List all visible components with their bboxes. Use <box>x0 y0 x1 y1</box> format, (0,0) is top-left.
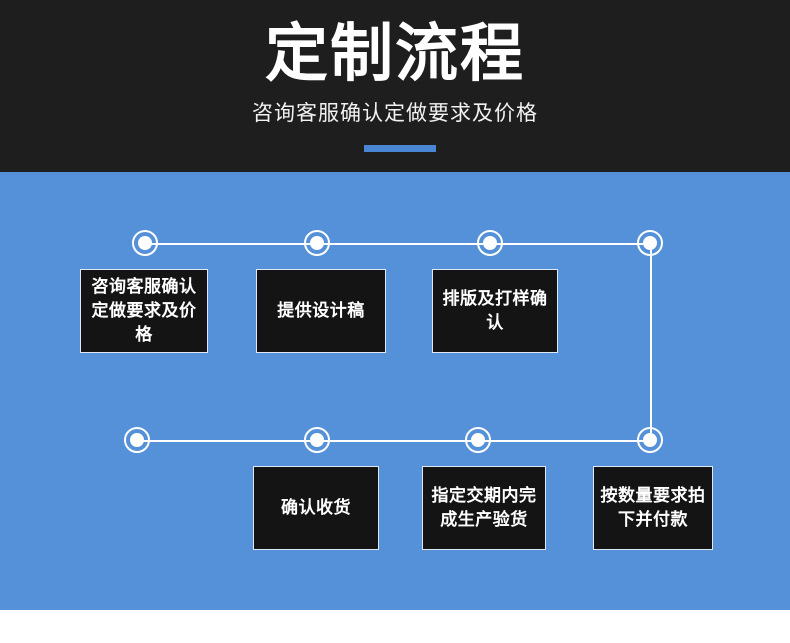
flow-node-7 <box>465 427 491 453</box>
step-box-confirm-receipt[interactable]: 确认收货 <box>253 466 379 550</box>
connector-line-bottom <box>137 440 651 442</box>
step-box-order-payment[interactable]: 按数量要求拍下并付款 <box>593 466 713 550</box>
flow-panel: 咨询客服确认定做要求及价格 提供设计稿 排版及打样确认 确认收货 指定交期内完成… <box>0 172 790 610</box>
flow-node-5 <box>124 427 150 453</box>
flow-node-2 <box>304 230 330 256</box>
flow-node-8 <box>637 427 663 453</box>
step-box-label: 按数量要求拍下并付款 <box>600 486 706 529</box>
step-box-layout-proof[interactable]: 排版及打样确认 <box>432 269 558 353</box>
step-box-label: 咨询客服确认定做要求及价格 <box>91 277 197 344</box>
flow-node-3 <box>477 230 503 256</box>
flow-node-1 <box>132 230 158 256</box>
step-box-label: 排版及打样确认 <box>442 289 548 332</box>
step-box-label: 指定交期内完成生产验货 <box>431 486 537 529</box>
step-box-consult-service[interactable]: 咨询客服确认定做要求及价格 <box>80 269 208 353</box>
connector-line-top <box>145 243 651 245</box>
title-accent-bar <box>364 145 436 152</box>
step-box-label: 提供设计稿 <box>277 301 365 320</box>
flow-node-6 <box>304 427 330 453</box>
header-banner: 定制流程 咨询客服确认定做要求及价格 <box>0 0 790 172</box>
connector-line-right-vertical <box>650 243 652 440</box>
step-box-provide-design[interactable]: 提供设计稿 <box>256 269 386 353</box>
page-subtitle: 咨询客服确认定做要求及价格 <box>252 102 538 125</box>
step-box-label: 确认收货 <box>281 498 351 517</box>
page-title: 定制流程 <box>265 19 525 89</box>
flow-node-4 <box>637 230 663 256</box>
step-box-production-inspection[interactable]: 指定交期内完成生产验货 <box>422 466 546 550</box>
